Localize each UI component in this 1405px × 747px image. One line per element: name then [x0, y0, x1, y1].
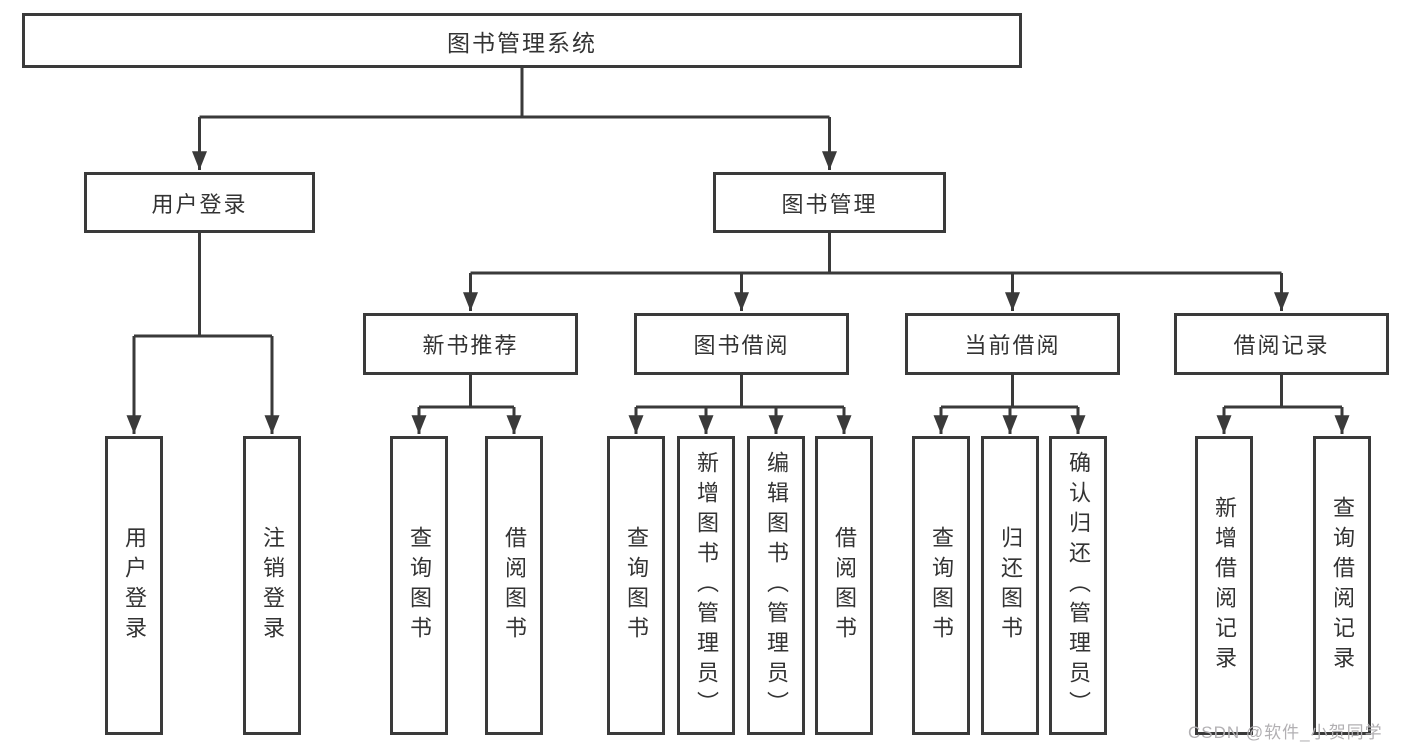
leaf-add-borrow-record: 新增借阅记录 — [1195, 436, 1253, 735]
node-borrowing-records: 借阅记录 — [1174, 313, 1389, 375]
watermark: CSDN @软件_小贺同学 — [1188, 723, 1383, 742]
node-book-borrowing-label: 图书借阅 — [693, 333, 790, 358]
leaf-return-books: 归还图书 — [981, 436, 1039, 735]
leaf-return-books-label: 归还图书 — [998, 525, 1023, 646]
leaf-add-books-admin-label: 新增图书（管理员） — [694, 450, 719, 721]
leaf-query-borrow-record: 查询借阅记录 — [1313, 436, 1371, 735]
leaf-edit-books-admin-label: 编辑图书（管理员） — [764, 450, 789, 721]
node-root-label: 图书管理系统 — [447, 29, 597, 56]
node-current-borrowing-label: 当前借阅 — [964, 333, 1061, 358]
node-book-borrowing: 图书借阅 — [634, 313, 849, 375]
node-user-login: 用户登录 — [84, 172, 315, 233]
node-borrowing-records-label: 借阅记录 — [1233, 333, 1330, 358]
node-current-borrowing: 当前借阅 — [905, 313, 1120, 375]
leaf-confirm-return-admin: 确认归还（管理员） — [1049, 436, 1107, 735]
leaf-user-login: 用户登录 — [105, 436, 163, 735]
leaf-edit-books-admin: 编辑图书（管理员） — [747, 436, 805, 735]
leaf-borrowing-query-books: 查询图书 — [607, 436, 665, 735]
node-user-login-label: 用户登录 — [151, 191, 248, 217]
leaf-user-login-label: 用户登录 — [122, 525, 147, 646]
leaf-query-borrow-record-label: 查询借阅记录 — [1330, 495, 1355, 676]
leaf-recommend-query-books-label: 查询图书 — [407, 525, 432, 646]
leaf-confirm-return-admin-label: 确认归还（管理员） — [1066, 450, 1091, 721]
leaf-borrowing-borrow-books-label: 借阅图书 — [832, 525, 857, 646]
leaf-current-query-books: 查询图书 — [912, 436, 970, 735]
node-new-book-recommendation: 新书推荐 — [363, 313, 578, 375]
leaf-borrowing-query-books-label: 查询图书 — [624, 525, 649, 646]
node-book-management: 图书管理 — [713, 172, 946, 233]
leaf-logout: 注销登录 — [243, 436, 301, 735]
leaf-recommend-query-books: 查询图书 — [390, 436, 448, 735]
node-book-management-label: 图书管理 — [781, 191, 878, 217]
leaf-add-borrow-record-label: 新增借阅记录 — [1212, 495, 1237, 676]
node-new-book-recommendation-label: 新书推荐 — [422, 333, 519, 358]
leaf-logout-label: 注销登录 — [260, 525, 285, 646]
leaf-borrowing-borrow-books: 借阅图书 — [815, 436, 873, 735]
leaf-current-query-books-label: 查询图书 — [929, 525, 954, 646]
leaf-add-books-admin: 新增图书（管理员） — [677, 436, 735, 735]
leaf-recommend-borrow-books: 借阅图书 — [485, 436, 543, 735]
node-root: 图书管理系统 — [22, 13, 1022, 68]
leaf-recommend-borrow-books-label: 借阅图书 — [502, 525, 527, 646]
